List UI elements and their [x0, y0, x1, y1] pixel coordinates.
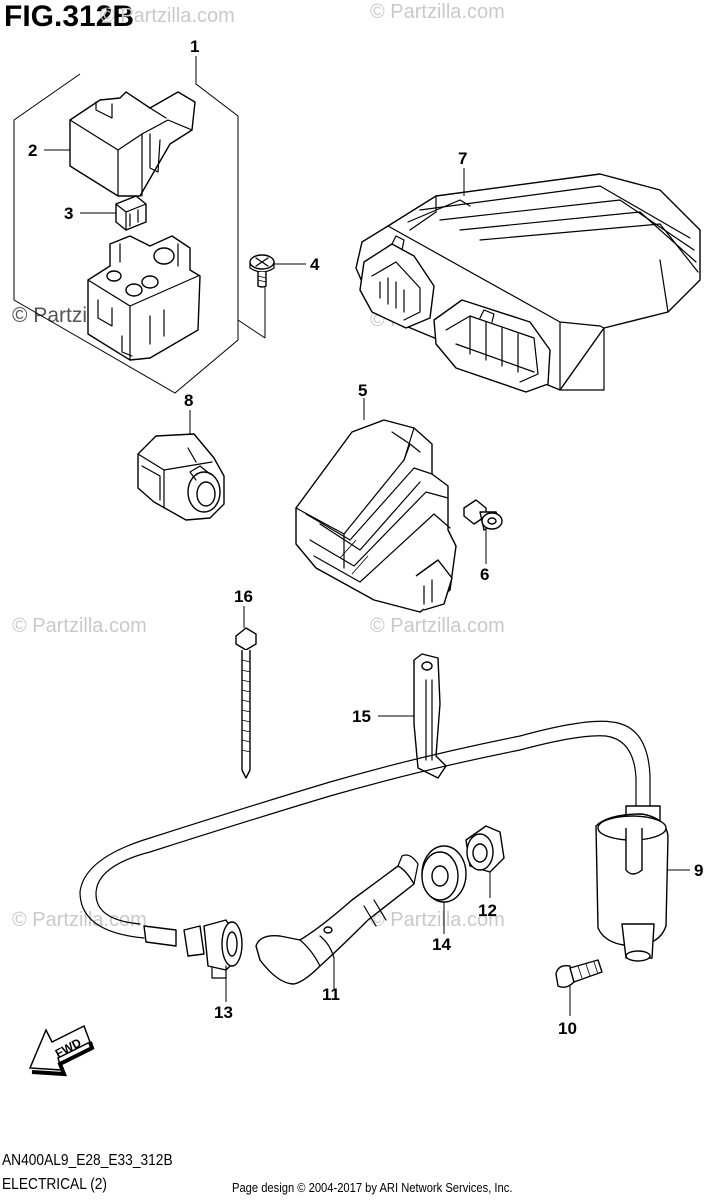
part-10-screw[interactable] [555, 959, 603, 989]
watermark-right-3: © Partzilla.com [370, 909, 505, 931]
part-3-fuse[interactable] [115, 195, 147, 231]
part-6-bolt[interactable] [463, 499, 503, 531]
callouts: 1 2 3 4 7 8 5 6 16 15 9 12 14 11 13 10 [28, 37, 703, 1038]
callout-5: 5 [358, 381, 367, 400]
part-8-connector[interactable] [137, 433, 225, 521]
part-7-ecm[interactable] [355, 173, 701, 393]
part-15-bracket[interactable] [413, 653, 447, 779]
part-4-screw[interactable] [249, 254, 275, 288]
part-14-grommet[interactable] [421, 845, 467, 903]
figure-title: FIG.312B [4, 0, 135, 33]
part-1-group-bracket [13, 56, 266, 394]
watermark-top-right: © Partzilla.com [370, 1, 505, 23]
watermark-top-left: © Partzilla.com [100, 5, 235, 27]
part-5-regulator[interactable] [295, 419, 457, 613]
callout-14: 14 [432, 935, 451, 954]
callout-10: 10 [558, 1019, 577, 1038]
watermark-left-3: © Partzilla.com [12, 909, 147, 931]
watermarks: © Partzilla.com © Partzilla.com © Partzi… [12, 1, 505, 931]
callout-4: 4 [310, 255, 320, 274]
page-credit: Page design © 2004-2017 by ARI Network S… [232, 1180, 513, 1195]
watermark-left-2: © Partzilla.com [12, 615, 147, 637]
part-2-relay-cover[interactable] [69, 91, 196, 197]
part-9-fuel-pump[interactable] [79, 720, 669, 962]
callout-1: 1 [190, 37, 199, 56]
callout-7: 7 [458, 149, 467, 168]
callout-6: 6 [480, 565, 489, 584]
part-16-cable-tie[interactable] [235, 627, 257, 779]
section-name: ELECTRICAL (2) [2, 1176, 108, 1193]
model-code: AN400AL9_E28_E33_312B [2, 1152, 173, 1169]
fwd-arrow-icon: FWD [28, 1024, 95, 1077]
callout-9: 9 [694, 861, 703, 880]
part-13-joint[interactable] [183, 919, 243, 979]
callout-16: 16 [234, 587, 253, 606]
callout-8: 8 [184, 391, 193, 410]
callout-12: 12 [478, 901, 497, 920]
part-11-elbow-hose[interactable] [255, 854, 419, 985]
watermark-right-2: © Partzilla.com [370, 615, 505, 637]
part-12-bushing[interactable] [465, 825, 505, 873]
leader-lines [44, 56, 690, 1016]
callout-15: 15 [352, 707, 371, 726]
callout-11: 11 [322, 985, 340, 1004]
callout-2: 2 [28, 141, 37, 160]
callout-3: 3 [64, 204, 73, 223]
callout-13: 13 [214, 1003, 233, 1022]
part-1-relay-base[interactable] [87, 235, 201, 361]
